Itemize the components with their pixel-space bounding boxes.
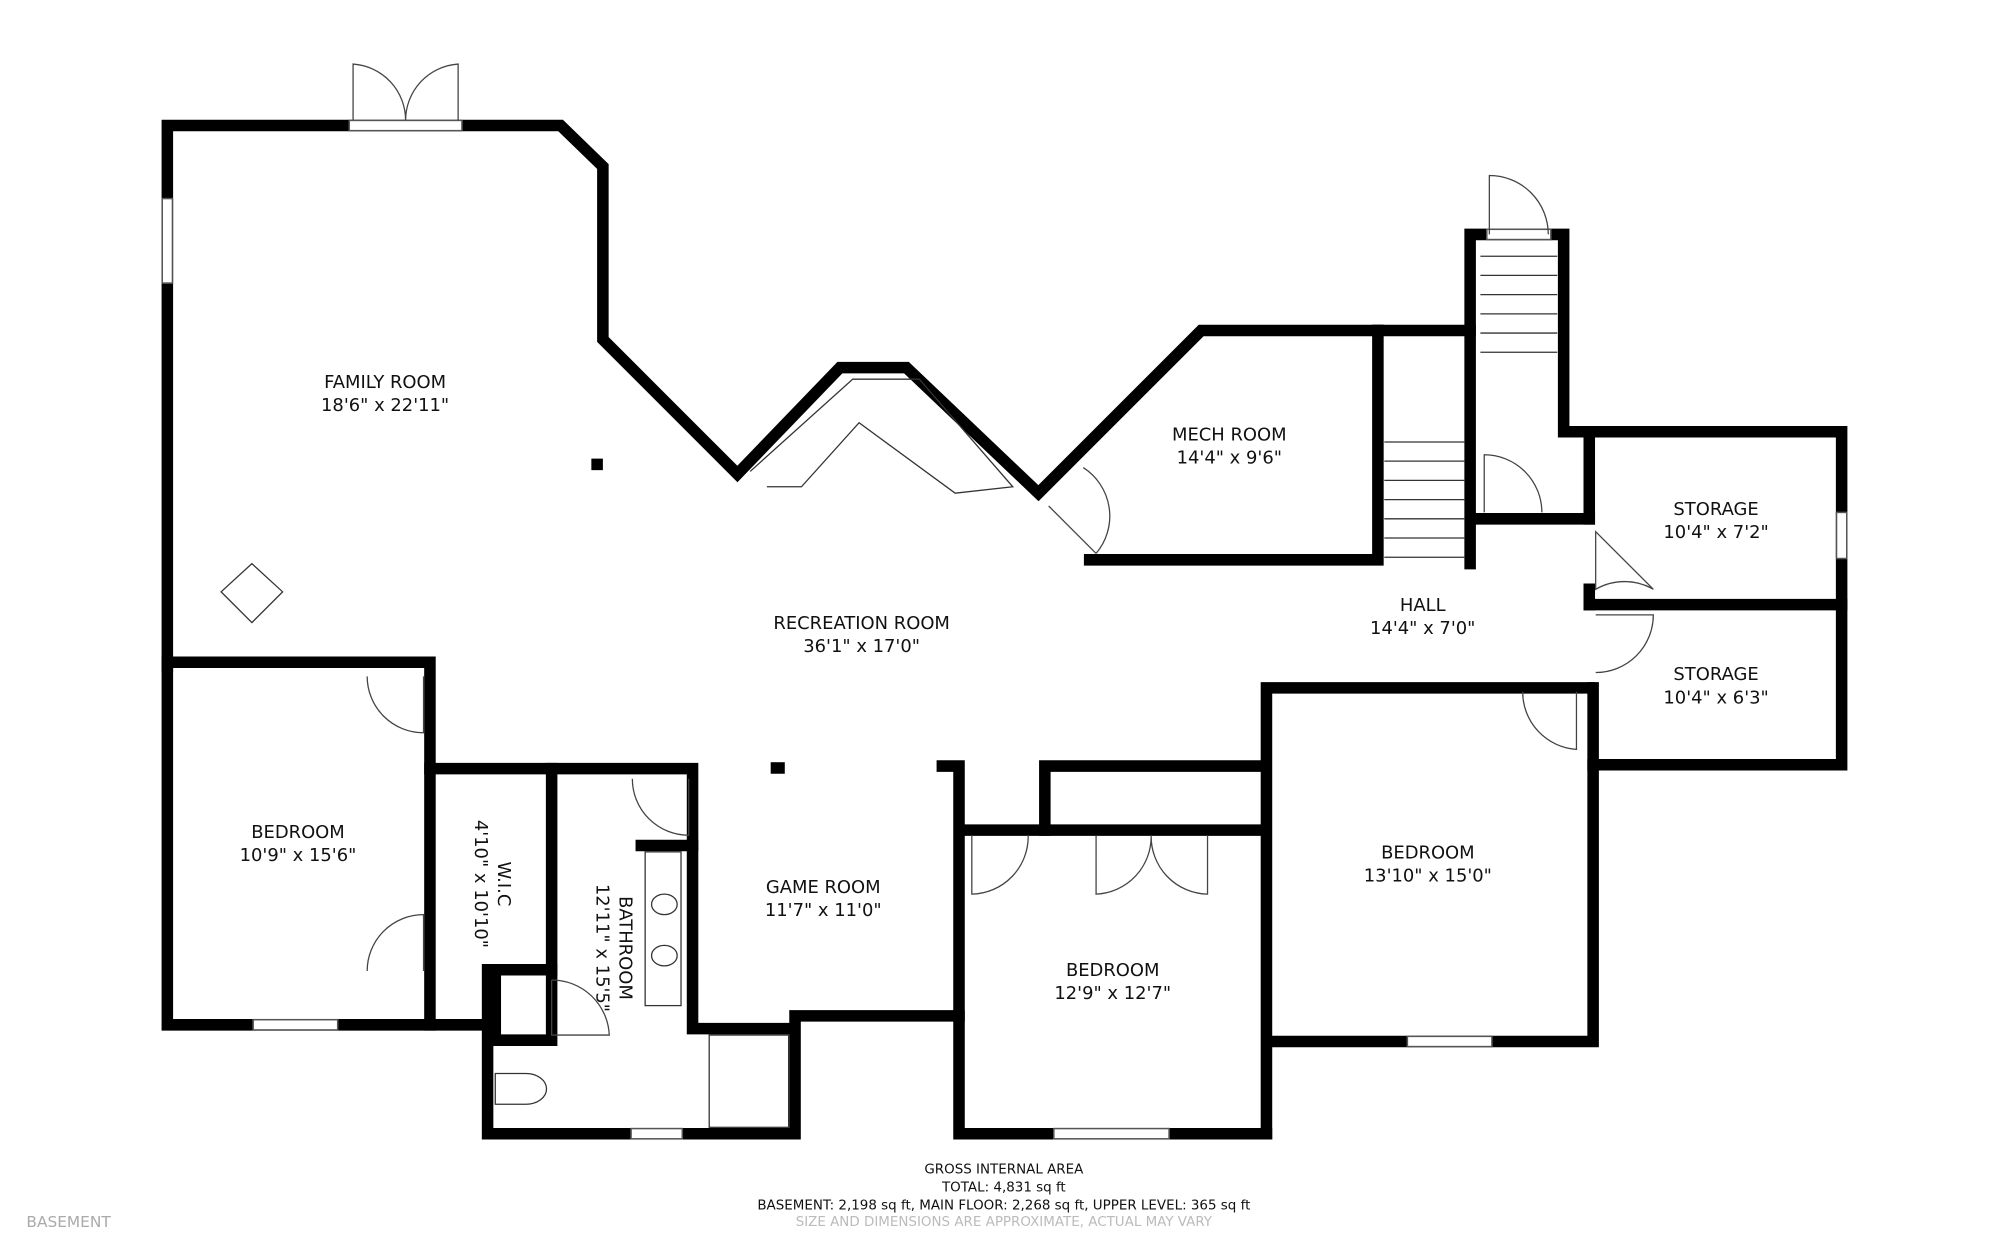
room-size: 10'4" x 6'3" bbox=[1663, 687, 1768, 708]
room-name: HALL bbox=[1400, 595, 1446, 616]
area-title: GROSS INTERNAL AREA bbox=[924, 1162, 1084, 1177]
room-name: MECH ROOM bbox=[1172, 425, 1287, 446]
room-name: BEDROOM bbox=[1066, 960, 1160, 981]
walls bbox=[161, 119, 1848, 1140]
area-total: TOTAL: 4,831 sq ft bbox=[941, 1180, 1066, 1195]
room-name: W.I.C bbox=[493, 861, 514, 906]
room-size: 13'10" x 15'0" bbox=[1364, 865, 1492, 886]
room-name: BEDROOM bbox=[251, 822, 345, 843]
area-breakdown: BASEMENT: 2,198 sq ft, MAIN FLOOR: 2,268… bbox=[757, 1198, 1250, 1213]
room-name: BATHROOM bbox=[615, 896, 636, 1000]
room-name: STORAGE bbox=[1673, 664, 1758, 685]
room-size: 4'10" x 10'10" bbox=[470, 820, 491, 948]
room-size: 36'1" x 17'0" bbox=[803, 636, 920, 657]
room-size: 10'4" x 7'2" bbox=[1663, 522, 1768, 543]
room-labels: FAMILY ROOM 18'6" x 22'11" RECREATION RO… bbox=[240, 372, 1769, 1012]
disclaimer: SIZE AND DIMENSIONS ARE APPROXIMATE, ACT… bbox=[796, 1215, 1213, 1230]
room-name: GAME ROOM bbox=[766, 877, 881, 898]
room-size: 11'7" x 11'0" bbox=[765, 900, 882, 921]
room-name: RECREATION ROOM bbox=[773, 613, 950, 634]
room-name: FAMILY ROOM bbox=[324, 372, 446, 393]
room-size: 12'9" x 12'7" bbox=[1054, 983, 1171, 1004]
room-name: BEDROOM bbox=[1381, 842, 1475, 863]
doors-windows bbox=[161, 63, 1848, 1140]
room-size: 10'9" x 15'6" bbox=[240, 845, 357, 866]
room-size: 14'4" x 9'6" bbox=[1177, 448, 1282, 469]
room-size: 14'4" x 7'0" bbox=[1370, 618, 1475, 639]
area-summary: GROSS INTERNAL AREA TOTAL: 4,831 sq ft B… bbox=[757, 1162, 1250, 1230]
room-size: 12'11" x 15'5" bbox=[591, 884, 612, 1012]
floor-label: BASEMENT bbox=[26, 1213, 111, 1231]
room-size: 18'6" x 22'11" bbox=[321, 395, 449, 416]
room-name: STORAGE bbox=[1673, 499, 1758, 520]
